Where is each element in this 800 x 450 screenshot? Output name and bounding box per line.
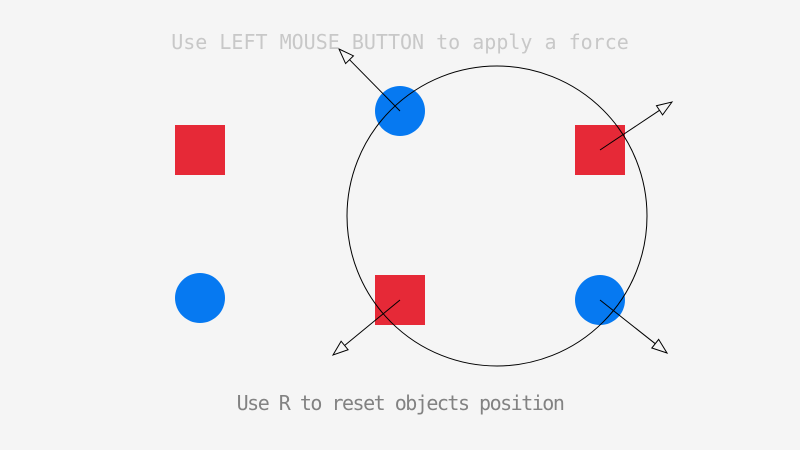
- force-arrow-head: [337, 47, 355, 65]
- instruction-apply-force: Use LEFT MOUSE BUTTON to apply a force: [171, 30, 629, 54]
- blue-ball-left[interactable]: [175, 273, 225, 323]
- force-arrow-head: [650, 338, 669, 354]
- force-arrow-head: [331, 340, 349, 356]
- red-box-left[interactable]: [175, 125, 225, 175]
- force-arrow-head: [655, 101, 674, 116]
- force-arrow-line: [599, 109, 660, 151]
- force-arrow-line: [349, 59, 401, 112]
- force-arrow-line: [599, 299, 656, 345]
- boundary-circle: [346, 65, 648, 367]
- instruction-reset: Use R to reset objects position: [236, 391, 565, 415]
- force-arrow-line: [344, 299, 401, 346]
